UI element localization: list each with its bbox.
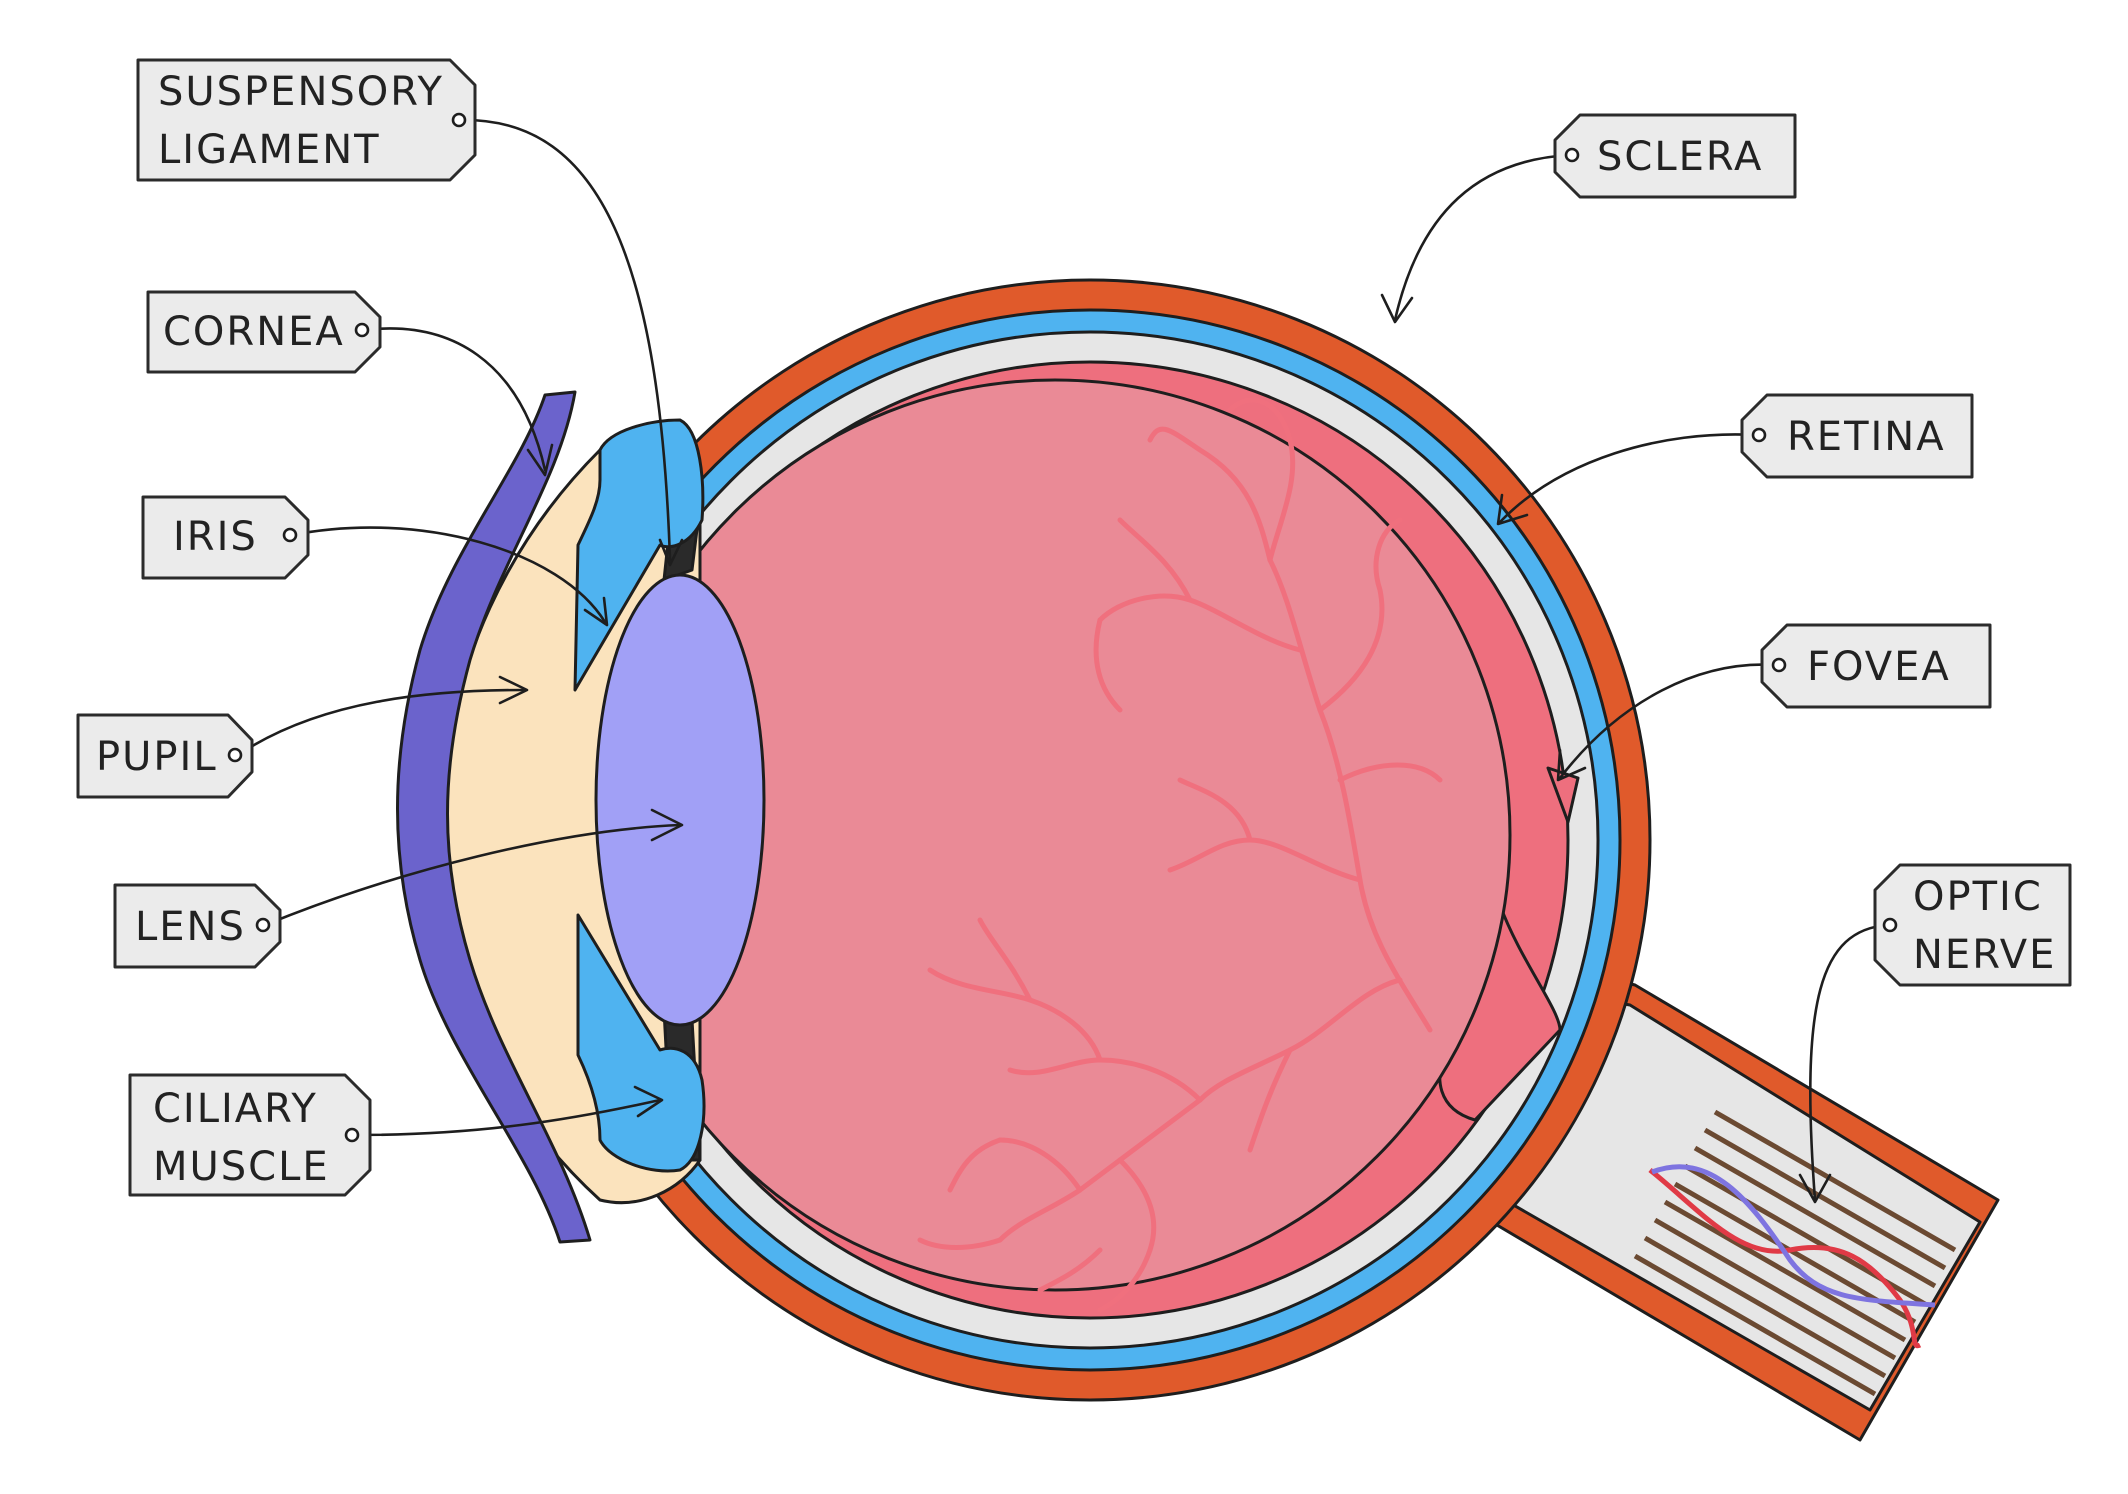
optic-nerve-structure bbox=[1468, 963, 2000, 1442]
optic-nerve-fibres bbox=[1633, 1109, 1957, 1397]
leader-fovea bbox=[1558, 663, 1778, 780]
leader-lens bbox=[263, 823, 682, 927]
tag-pupil: PUPIL bbox=[76, 713, 254, 799]
tag-optic-nerve: OPTIC NERVE bbox=[1873, 863, 2072, 987]
tag-fovea: FOVEA bbox=[1760, 623, 1992, 709]
leader-suspensory-ligament bbox=[463, 118, 672, 562]
tag-retina: RETINA bbox=[1740, 393, 1974, 479]
label-sclera: SCLERA bbox=[1597, 134, 1763, 180]
label-pupil: PUPIL bbox=[96, 734, 218, 780]
lens-shape bbox=[594, 573, 766, 1027]
ciliary-body-lower bbox=[576, 913, 706, 1173]
label-suspensory-ligament-line2: LIGAMENT bbox=[158, 127, 381, 173]
tag-ciliary-muscle: CILIARY MUSCLE bbox=[128, 1073, 372, 1197]
optic-vein bbox=[1651, 1164, 1936, 1308]
label-suspensory-ligament-line1: SUSPENSORY bbox=[158, 69, 444, 115]
cornea-layer bbox=[396, 390, 592, 1244]
tag-suspensory-ligament: SUSPENSORY LIGAMENT bbox=[136, 58, 477, 182]
tag-iris: IRIS bbox=[141, 495, 310, 580]
leader-optic-nerve bbox=[1809, 923, 1890, 1202]
label-lens: LENS bbox=[135, 904, 246, 950]
label-ciliary-muscle-line2: MUSCLE bbox=[153, 1144, 330, 1190]
label-ciliary-muscle-line1: CILIARY bbox=[153, 1086, 318, 1132]
leader-sclera bbox=[1393, 153, 1572, 322]
tag-lens: LENS bbox=[113, 883, 282, 969]
label-optic-nerve-line1: OPTIC bbox=[1913, 874, 2043, 920]
tag-sclera: SCLERA bbox=[1553, 113, 1797, 199]
leader-iris bbox=[290, 526, 607, 624]
label-cornea: CORNEA bbox=[163, 309, 345, 355]
leader-retina bbox=[1498, 433, 1758, 524]
leader-pupil bbox=[236, 688, 527, 757]
retinal-blood-vessels bbox=[917, 397, 1443, 1313]
tag-cornea: CORNEA bbox=[146, 290, 382, 374]
leader-lines bbox=[236, 118, 1890, 1204]
leader-ciliary-muscle bbox=[353, 1098, 662, 1137]
label-iris: IRIS bbox=[173, 514, 258, 560]
optic-artery bbox=[1648, 1168, 1922, 1349]
label-optic-nerve-line2: NERVE bbox=[1913, 932, 2056, 978]
label-retina: RETINA bbox=[1787, 414, 1946, 460]
label-fovea: FOVEA bbox=[1807, 644, 1951, 690]
leader-cornea bbox=[363, 327, 547, 472]
